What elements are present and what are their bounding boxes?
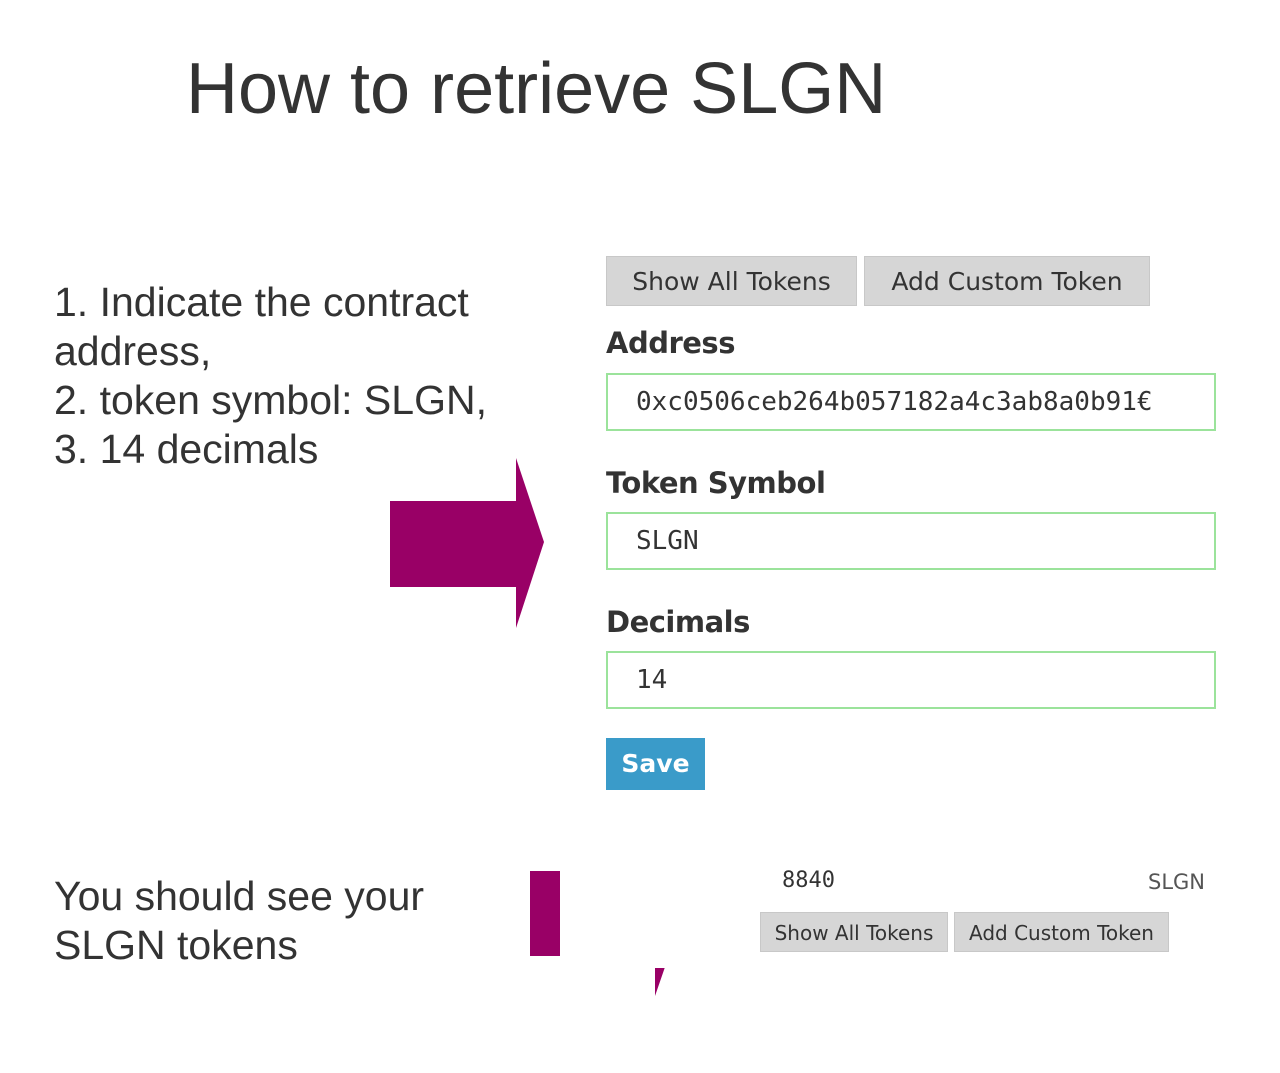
arrow-right-icon <box>390 458 544 628</box>
show-all-tokens-button[interactable]: Show All Tokens <box>606 256 857 306</box>
decimals-input[interactable] <box>606 651 1216 709</box>
add-custom-token-button[interactable]: Add Custom Token <box>954 912 1169 952</box>
slide-title: How to retrieve SLGN <box>186 49 887 129</box>
decimals-label: Decimals <box>606 605 750 639</box>
add-custom-token-button[interactable]: Add Custom Token <box>864 256 1150 306</box>
token-symbol-label: Token Symbol <box>606 466 826 500</box>
token-symbol-input[interactable] <box>606 512 1216 570</box>
token-balance-amount: 8840 <box>782 868 835 893</box>
instructions-text: 1. Indicate the contract address, 2. tok… <box>54 278 487 474</box>
show-all-tokens-button[interactable]: Show All Tokens <box>760 912 948 952</box>
result-line-2: SLGN tokens <box>54 922 298 968</box>
instruction-line-3: 2. token symbol: SLGN, <box>54 377 487 423</box>
result-text: You should see your SLGN tokens <box>54 872 424 970</box>
result-line-1: You should see your <box>54 873 425 919</box>
custom-token-form: Show All Tokens Add Custom Token Address… <box>596 240 1226 800</box>
save-button[interactable]: Save <box>606 738 705 790</box>
address-label: Address <box>606 326 735 360</box>
instruction-line-2: address, <box>54 328 212 374</box>
instruction-line-1: 1. Indicate the contract <box>54 279 469 325</box>
address-input[interactable] <box>606 373 1216 431</box>
instruction-line-4: 3. 14 decimals <box>54 426 319 472</box>
token-balance-panel: 8840 SLGN Show All Tokens Add Custom Tok… <box>560 808 1272 968</box>
token-balance-symbol: SLGN <box>1148 870 1206 894</box>
